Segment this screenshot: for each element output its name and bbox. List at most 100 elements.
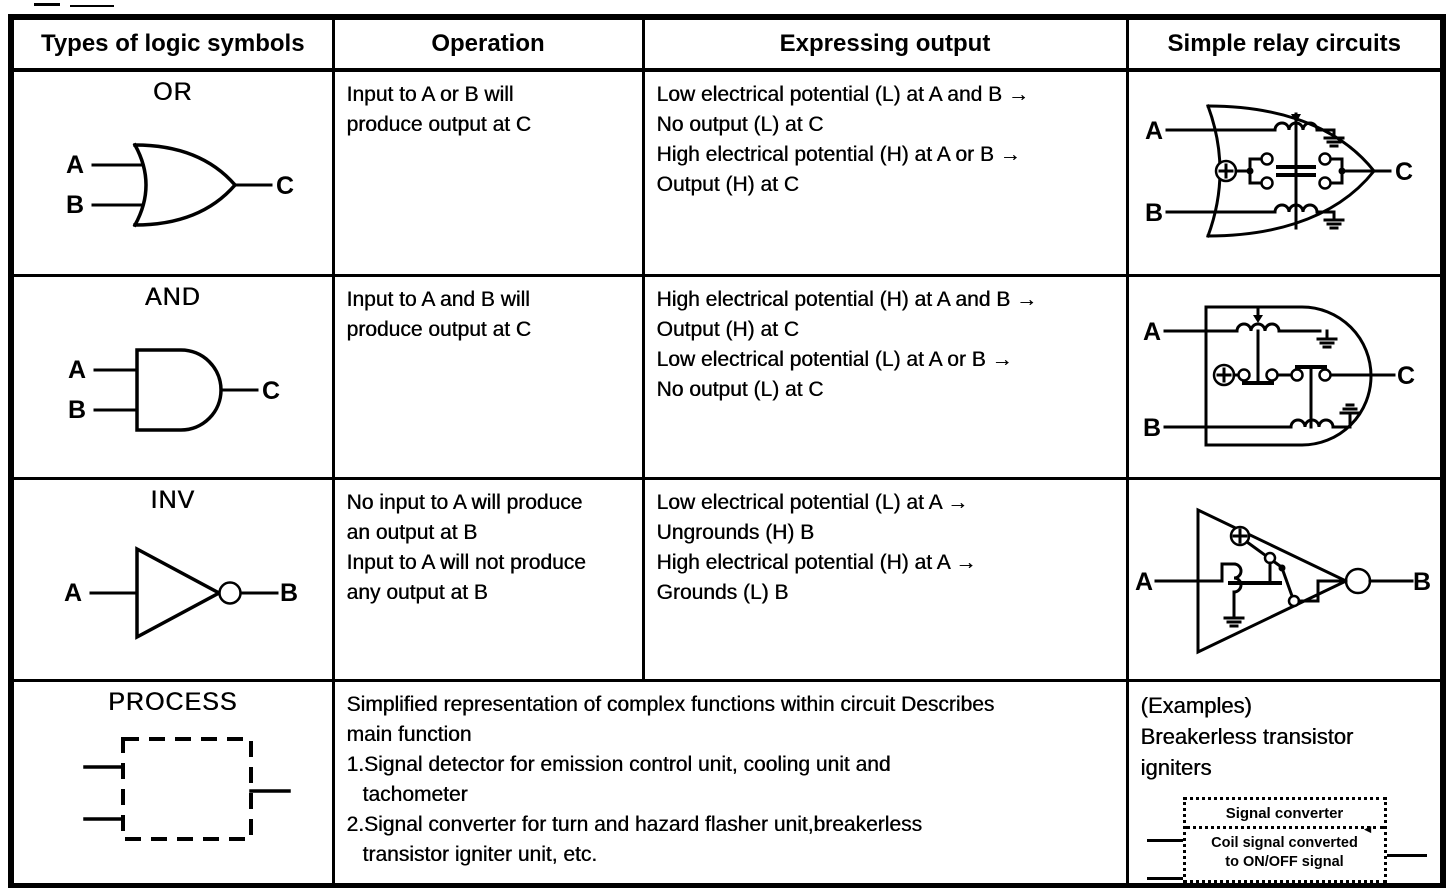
text-line: 1.Signal detector for emission control u… [346,752,891,776]
cell-or-expressing: Low electrical potential (L) at A and B … [641,68,1129,277]
text-line: Ungrounds (H) B [656,520,815,544]
signal-converter-figure: Signal converter ◄ Coil signal converted… [1146,796,1427,883]
text-line: produce output at C [346,113,531,136]
text-line: Output (H) at C [656,173,799,196]
wire-stub [1146,838,1183,842]
and-relay-circuit-icon: A B C [1143,305,1415,446]
input-a-label: A [64,579,82,607]
input-b-label: B [1143,414,1161,442]
inverter-gate-icon: A B [64,545,298,640]
inv-relay-internals [1220,525,1348,627]
header-operation: Operation [331,15,645,72]
text-line: Coil signal converted [1211,834,1358,851]
cell-and-symbol: AND A B C [9,273,335,480]
coil-signal-label: Coil signal converted to ON/OFF signal [1186,829,1384,880]
process-stubs [83,764,291,821]
relay-coil-a [1163,307,1338,348]
relay-coil-a [1165,121,1345,148]
left-arrow-icon: ◄ [1361,821,1374,836]
output-c-label: C [1395,158,1413,186]
gate-name-and: AND [144,282,201,311]
text-line: Output (H) at C [656,317,799,341]
ground-icon [1323,128,1345,148]
input-a-label: A [1143,318,1161,346]
text-line: Grounds (L) B [656,580,789,604]
examples-subject: Breakerless transistor [1140,723,1354,749]
text-line: High electrical potential (H) at A and B… [656,287,1038,311]
output-c-label: C [276,172,294,200]
header-simple-relay-circuits: Simple relay circuits [1125,15,1445,72]
wire-stub [1386,853,1427,857]
inv-relay-outline [1154,507,1414,654]
wire-stub [1386,882,1427,883]
gate-name-inv: INV [150,485,196,514]
text-line: High electrical potential (H) at A → [656,550,977,574]
text-line: Input to A or B will [346,83,514,106]
input-b-label: B [68,396,86,424]
text-line: any output at B [346,580,488,604]
row-inv: INV A B No input to A will produce an ou… [9,476,1445,682]
gate-name-or: OR [153,78,193,106]
ground-icon [1316,329,1338,348]
row-process: PROCESS Simplified representation of com… [9,678,1445,887]
cell-and-operation: Input to A and B will produce output at … [331,273,645,480]
text-line: to ON/OFF signal [1225,853,1344,870]
cell-process-symbol: PROCESS [9,678,335,887]
text-line: No output (L) at C [656,377,824,401]
or-gate-icon: A B C [66,142,294,228]
process-box-icon [83,736,291,841]
arrow-down-icon [1253,314,1264,323]
text-line: transistor igniter unit, etc. [362,842,598,866]
cell-inv-relay-circuit: A B [1125,476,1445,682]
cell-process-description: Simplified representation of complex fun… [331,678,1129,887]
text-line: No output (L) at C [656,113,824,136]
parallel-contacts [1234,152,1392,190]
text-line: Simplified representation of complex fun… [346,692,995,716]
text-line: Input to A will not produce [346,550,586,574]
text-line: produce output at C [346,317,531,341]
text-line: tachometer [362,782,468,806]
input-b-label: B [66,191,84,219]
scan-artifact [70,5,114,7]
cell-process-examples: (Examples) Breakerless transistor ignite… [1125,678,1445,887]
cell-or-symbol: OR A B C [9,68,335,277]
examples-subject: igniters [1140,754,1212,780]
ground-icon [1339,403,1361,414]
cell-inv-symbol: INV A B [9,476,335,682]
or-relay-circuit-icon: A B C [1145,104,1413,238]
gate-name-process: PROCESS [108,687,238,716]
signal-converter-label: Signal converter [1185,800,1384,829]
input-b-label: B [1145,199,1163,227]
text-line: Low electrical potential (L) at A and B … [656,83,1029,106]
text-line: High electrical potential (H) at A or B … [656,143,1021,166]
or-gate-shape [91,142,273,228]
scan-artifact [34,3,60,6]
text-line: 2.Signal converter for turn and hazard f… [346,812,922,836]
text-line: Input to A and B will [346,287,530,311]
input-a-label: A [1135,568,1153,596]
logic-symbols-table: Types of logic symbols Operation Express… [8,14,1446,888]
relay-coil-b [1163,403,1361,429]
output-b-label: B [1413,568,1431,596]
cell-and-relay-circuit: A B C [1125,273,1445,480]
inverter-shape [89,545,279,640]
wire-stub [1146,876,1183,880]
examples-heading: (Examples) [1140,692,1252,718]
text-line: Low electrical potential (L) at A → [656,490,969,514]
header-row: Types of logic symbols Operation Express… [9,15,1445,72]
ground-icon [1323,210,1345,230]
dashed-box [120,736,253,841]
input-a-label: A [68,356,86,384]
header-types-of-logic-symbols: Types of logic symbols [9,15,335,72]
cell-inv-operation: No input to A will produce an output at … [331,476,645,682]
output-c-label: C [1397,362,1415,390]
dotted-box: Signal converter ◄ Coil signal converted… [1182,796,1387,883]
ground-icon [1223,608,1245,627]
text-line: an output at B [346,520,478,544]
output-b-label: B [280,579,298,607]
row-or: OR A B C Input to A or B wil [9,68,1445,277]
text-line: main function [346,722,472,746]
plus-supply-icon [1215,159,1238,183]
input-a-label: A [66,151,84,179]
